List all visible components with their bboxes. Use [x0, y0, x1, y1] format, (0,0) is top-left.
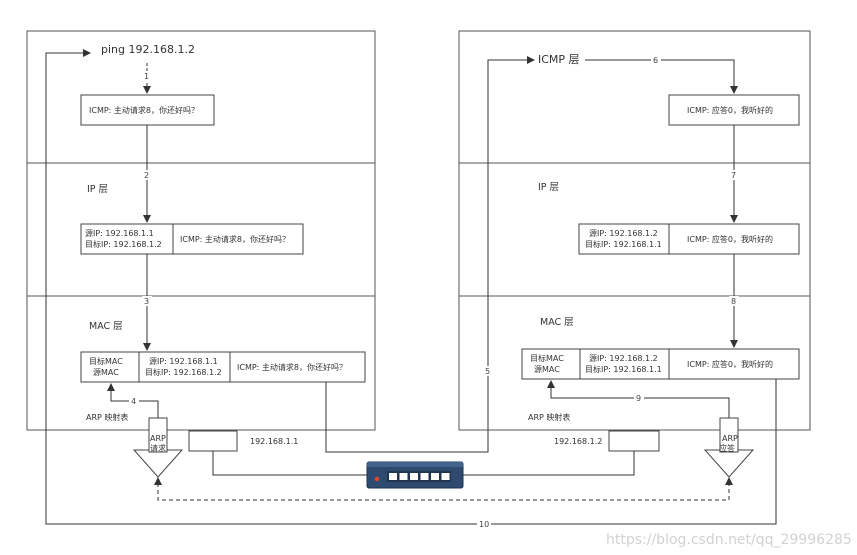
right-arp-reply: ARP 应答	[703, 417, 755, 478]
left-nic-ip: 192.168.1.1	[250, 437, 298, 446]
left-ip-payload-box	[172, 223, 304, 255]
step-7: 7	[731, 171, 736, 180]
step-9: 9	[636, 394, 641, 403]
right-icmp-box	[668, 94, 800, 126]
right-icmp-layer-label: ICMP 层	[538, 53, 580, 66]
right-nic-ip: 192.168.1.2	[554, 437, 602, 446]
step-1: 1	[144, 72, 149, 81]
left-host-frame	[26, 30, 376, 431]
left-mac-src: 源MAC	[93, 368, 119, 377]
right-mac-payload-box	[668, 348, 800, 380]
step-8: 8	[731, 297, 736, 306]
left-mac-layer-label: MAC 层	[89, 321, 123, 332]
step-10: 10	[479, 520, 489, 529]
right-ip-header-box	[578, 223, 670, 255]
right-host-frame	[458, 30, 811, 431]
left-host: ping 192.168.1.2 ICMP: 主动请求8，你还好吗？ IP 层 …	[26, 30, 376, 431]
right-ip-payload-text: ICMP: 应答0，我听好的	[687, 234, 773, 244]
right-nic-box	[608, 430, 660, 452]
left-mac-payload-box	[229, 351, 366, 383]
right-mac-header-box	[521, 348, 581, 380]
arrowhead-up-right	[725, 477, 733, 485]
left-ip-dst: 目标IP: 192.168.1.2	[85, 239, 162, 249]
right-mac-ip-box	[579, 348, 670, 380]
left-arp-table-label: ARP 映射表	[86, 412, 128, 422]
right-arp-tri-label-1: ARP	[722, 434, 738, 443]
triangle-down-icon	[703, 449, 755, 478]
left-mac-ip-src: 源IP: 192.168.1.1	[149, 357, 218, 366]
step-3: 3	[144, 297, 149, 306]
left-mac-payload-text: ICMP: 主动请求8，你还好吗？	[237, 362, 347, 372]
right-mac-ip-src: 源IP: 192.168.1.2	[589, 354, 658, 363]
left-arp-tri-label-2: 请求	[150, 443, 166, 453]
left-ip-src: 源IP: 192.168.1.1	[85, 229, 154, 238]
left-ping-label: ping 192.168.1.2	[101, 43, 195, 56]
arrowhead-up-left	[154, 477, 162, 485]
right-ip-dst: 目标IP: 192.168.1.1	[585, 239, 662, 249]
left-icmp-text: ICMP: 主动请求8，你还好吗？	[89, 105, 199, 115]
right-arp-table-label: ARP 映射表	[528, 412, 570, 422]
triangle-down-icon	[132, 449, 184, 478]
right-arp-tri-label-2: 应答	[719, 443, 735, 453]
left-ip-layer-label: IP 层	[87, 184, 108, 195]
step-2: 2	[144, 171, 149, 180]
network-switch-icon	[366, 461, 464, 489]
right-icmp-text: ICMP: 应答0，我听好的	[687, 105, 773, 115]
left-mac-dst: 目标MAC	[89, 356, 123, 366]
left-icmp-box	[80, 94, 215, 126]
left-arp-request: ARP 请求	[132, 417, 184, 478]
right-ip-src: 源IP: 192.168.1.2	[589, 229, 658, 238]
left-mac-ip-dst: 目标IP: 192.168.1.2	[145, 367, 222, 377]
step-labels: 1 2 3 4 5 6 7 8 9 10	[129, 55, 739, 529]
right-ip-payload-box	[668, 223, 800, 255]
right-mac-dst: 目标MAC	[530, 353, 564, 363]
left-ip-payload-text: ICMP: 主动请求8，你还好吗？	[180, 234, 290, 244]
right-mac-payload-text: ICMP: 应答0，我听好的	[687, 359, 773, 369]
step-5: 5	[485, 367, 490, 376]
right-mac-layer-label: MAC 层	[540, 317, 574, 328]
watermark: https://blog.csdn.net/qq_29996285	[606, 532, 852, 548]
step-6: 6	[653, 56, 658, 65]
right-mac-src: 源MAC	[534, 365, 560, 374]
right-host: ICMP 层 ICMP: 应答0，我听好的 IP 层 源IP: 192.168.…	[458, 30, 811, 431]
left-arp-tri-label-1: ARP	[150, 434, 166, 443]
left-nic-box	[188, 430, 238, 452]
right-mac-ip-dst: 目标IP: 192.168.1.1	[585, 364, 662, 374]
left-mac-ip-box	[138, 351, 231, 383]
right-ip-layer-label: IP 层	[538, 182, 559, 193]
left-mac-header-box	[80, 351, 140, 383]
step-4: 4	[131, 397, 136, 406]
